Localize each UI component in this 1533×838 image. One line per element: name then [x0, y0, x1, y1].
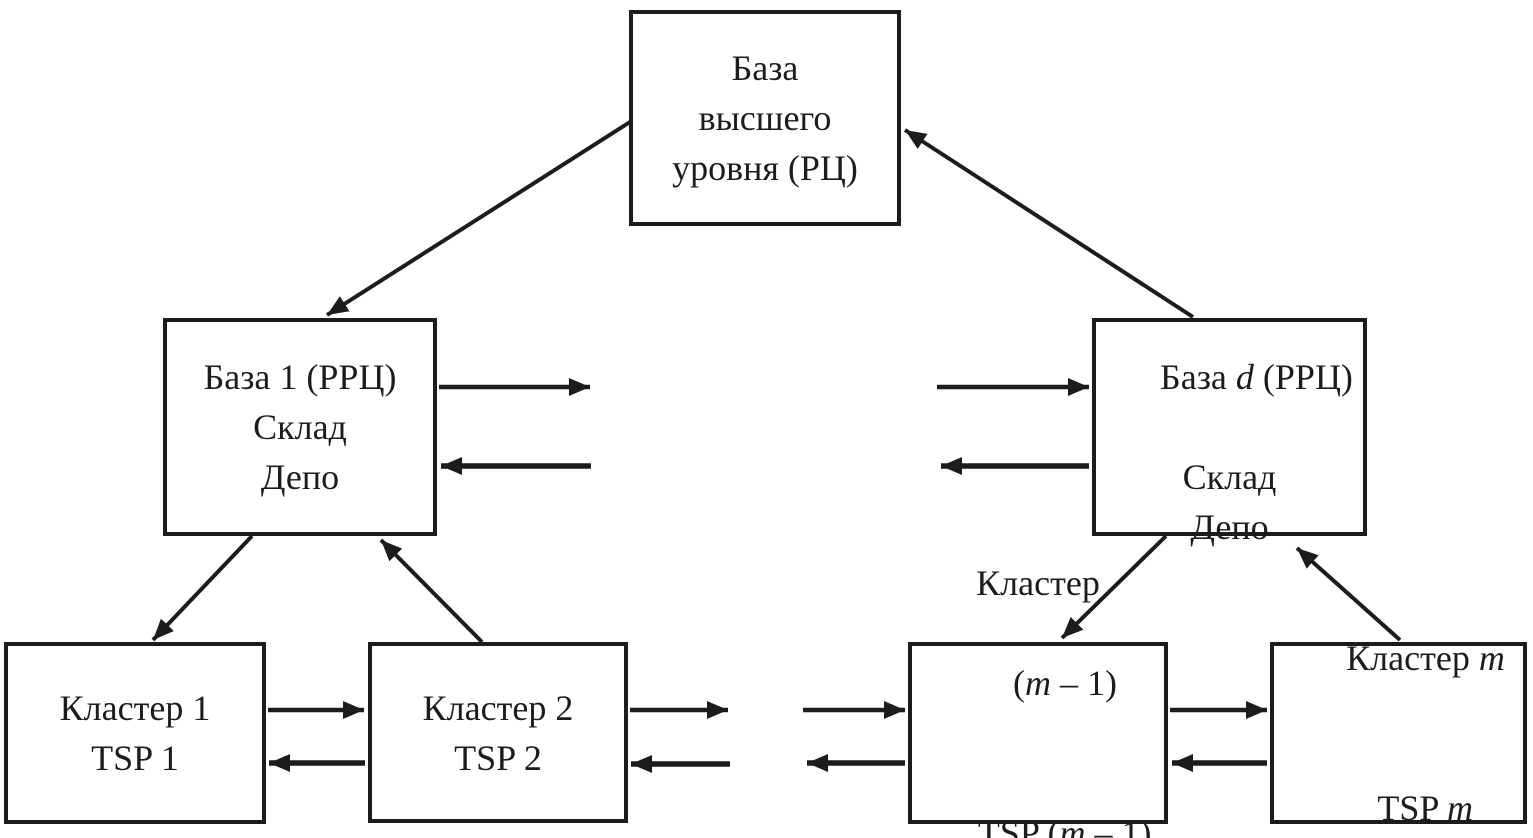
text-segment: Кластер 2: [422, 687, 574, 728]
text-segment: (РРЦ): [1253, 357, 1353, 397]
arrow-rc-to-base1: [325, 120, 632, 317]
node-cluster-m: Кластер m TSP m: [1270, 638, 1527, 828]
node-cluster-2: Кластер 2 TSP 2: [368, 642, 628, 823]
text-segment: – 1): [1085, 813, 1152, 838]
text-segment: Депо: [260, 457, 340, 497]
node-line: Кластер m: [1292, 583, 1505, 733]
text-segment: высшего: [698, 98, 832, 138]
text-segment: База: [1160, 357, 1236, 397]
text-segment: TSP: [1377, 788, 1448, 828]
text-segment-italic: m: [1059, 813, 1086, 838]
arrow-based-to-clusterm1: [1060, 534, 1168, 640]
text-segment: TSP 1: [91, 738, 179, 778]
node-line: База: [732, 43, 799, 93]
node-line: уровня (РЦ): [672, 143, 858, 193]
text-segment: Склад: [1182, 457, 1277, 497]
node-cluster-m-1: Кластер (m – 1) TSP (m – 1): [908, 563, 1168, 838]
node-line: База d (РРЦ): [1106, 302, 1353, 452]
node-line: Кластер: [976, 558, 1100, 608]
text-segment: TSP 2: [454, 737, 542, 778]
text-segment: Депо: [1190, 507, 1269, 547]
node-line: высшего: [699, 93, 832, 143]
arrow-base1-to-cluster1: [151, 534, 254, 642]
node-line: TSP (m – 1): [924, 758, 1152, 838]
node-line: Депо: [1190, 502, 1268, 552]
arrow-based-to-rc: [903, 128, 1195, 319]
text-segment: уровня (РЦ): [672, 148, 858, 188]
text-segment: Кластер: [1346, 638, 1479, 678]
node-base-d-rrc: База d (РРЦ) Склад Депо: [1092, 318, 1367, 547]
node-line: TSP 1: [91, 733, 179, 783]
text-segment-italic: m: [1025, 663, 1051, 703]
node-line: (m – 1): [959, 608, 1117, 758]
text-segment-italic: d: [1235, 357, 1254, 397]
text-segment: TSP (: [977, 813, 1060, 838]
text-segment: Кластер: [976, 563, 1100, 603]
text-segment-italic: m: [1478, 638, 1505, 678]
node-line: Склад: [253, 402, 347, 452]
node-line: Депо: [261, 452, 339, 502]
node-base-top-rc: База высшего уровня (РЦ): [629, 10, 901, 226]
node-cluster-1: Кластер 1 TSP 1: [4, 642, 266, 824]
node-base-1-rrc: База 1 (РРЦ) Склад Депо: [163, 318, 437, 536]
node-line: Кластер 1: [60, 683, 211, 733]
text-segment: – 1): [1051, 663, 1117, 703]
text-segment: Кластер 1: [59, 688, 211, 728]
node-line: Кластер 2: [423, 683, 574, 733]
text-segment-italic: m: [1447, 788, 1474, 828]
text-segment: Склад: [253, 407, 347, 447]
text-segment: (: [1013, 663, 1025, 703]
node-line: База 1 (РРЦ): [204, 352, 397, 402]
text-segment: База: [731, 48, 799, 88]
text-segment: База 1 (РРЦ): [203, 357, 397, 397]
node-line: TSP 2: [454, 733, 542, 783]
node-line: TSP m: [1324, 733, 1473, 838]
node-line: Склад: [1183, 452, 1277, 502]
arrow-clusterm-to-based: [1295, 546, 1402, 642]
arrow-cluster2-to-base1: [379, 538, 484, 644]
